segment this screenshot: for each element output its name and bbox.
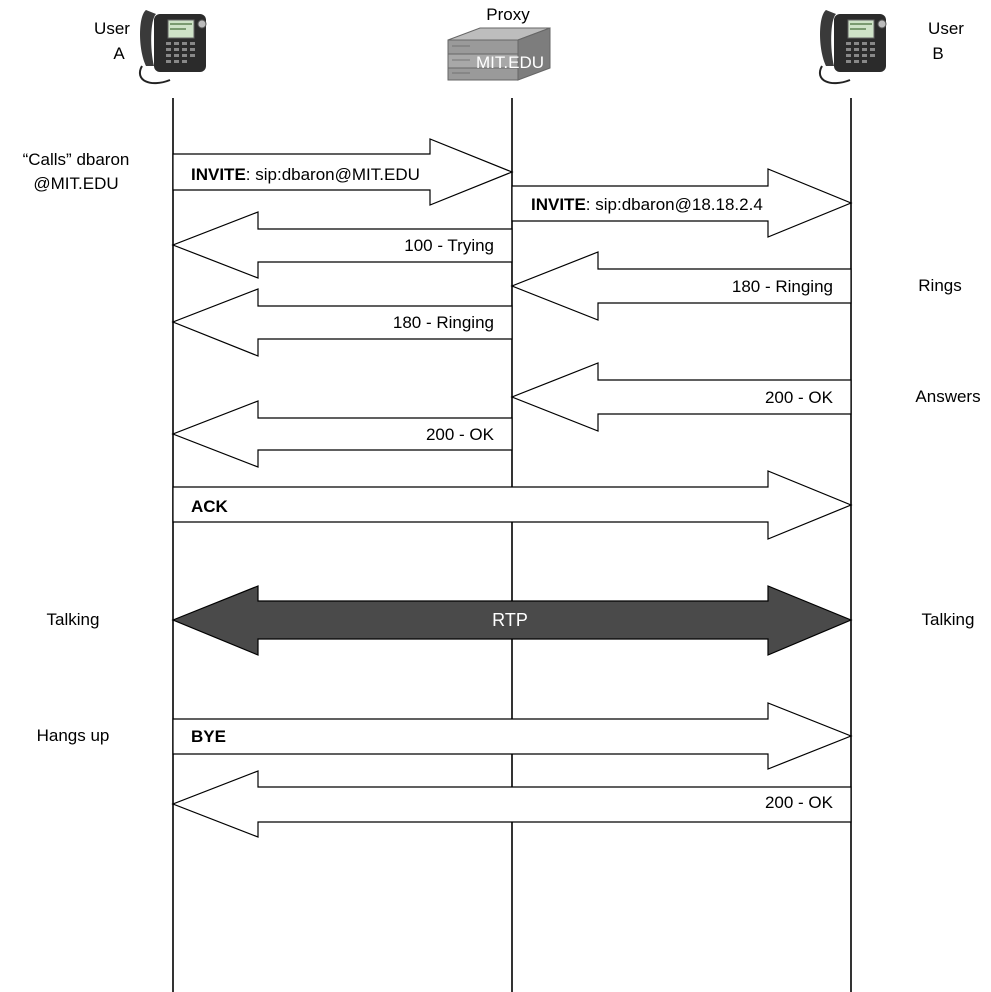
ok-b-to-proxy-label: 200 - OK — [765, 388, 834, 407]
note-talking-left: Talking — [47, 610, 100, 629]
proxy-server-label: MIT.EDU — [476, 53, 544, 72]
invite-proxy-to-b-method: INVITE — [531, 195, 586, 214]
note-rings: Rings — [918, 276, 961, 295]
rtp-double-arrow — [171, 585, 853, 656]
bye-arrow-a-to-b — [172, 702, 853, 770]
ringing-arrow-proxy-to-a — [171, 288, 513, 357]
note-talking-right: Talking — [922, 610, 975, 629]
invite-proxy-to-b-uri: : sip:dbaron@18.18.2.4 — [586, 195, 763, 214]
note-calls-line1: “Calls” dbaron — [23, 150, 130, 169]
ok-proxy-to-a-label: 200 - OK — [426, 425, 495, 444]
note-hangs-up: Hangs up — [37, 726, 110, 745]
user-b-label-line1: User — [928, 19, 964, 38]
trying-label: 100 - Trying — [404, 236, 494, 255]
ack-arrow-a-to-b — [172, 470, 853, 540]
user-a-phone-icon — [138, 9, 207, 85]
invite-arrow-a-to-proxy — [172, 138, 514, 206]
ack-label: ACK — [191, 497, 229, 516]
invite-a-to-proxy-uri: : sip:dbaron@MIT.EDU — [246, 165, 420, 184]
user-b-phone-icon — [818, 9, 887, 85]
note-answers: Answers — [915, 387, 980, 406]
trying-arrow-proxy-to-a — [171, 211, 513, 279]
invite-a-to-proxy-label: INVITE: sip:dbaron@MIT.EDU — [191, 165, 420, 184]
ok-arrow-b-to-proxy — [510, 362, 852, 432]
ringing-proxy-to-a-label: 180 - Ringing — [393, 313, 494, 332]
invite-arrow-proxy-to-b — [511, 168, 853, 238]
proxy-label: Proxy — [486, 5, 530, 24]
server-icon — [447, 27, 551, 81]
user-a-label-line2: A — [113, 44, 125, 63]
ringing-arrow-b-to-proxy — [510, 251, 852, 321]
ok-arrow-b-to-a — [171, 770, 852, 838]
ok-b-to-a-label: 200 - OK — [765, 793, 834, 812]
note-calls-line2: @MIT.EDU — [33, 174, 118, 193]
invite-a-to-proxy-method: INVITE — [191, 165, 246, 184]
rtp-label: RTP — [492, 610, 528, 630]
invite-proxy-to-b-label: INVITE: sip:dbaron@18.18.2.4 — [531, 195, 763, 214]
bye-label: BYE — [191, 727, 226, 746]
ok-arrow-proxy-to-a — [171, 400, 513, 468]
user-b-label-line2: B — [932, 44, 943, 63]
ringing-b-to-proxy-label: 180 - Ringing — [732, 277, 833, 296]
user-a-label-line1: User — [94, 19, 130, 38]
